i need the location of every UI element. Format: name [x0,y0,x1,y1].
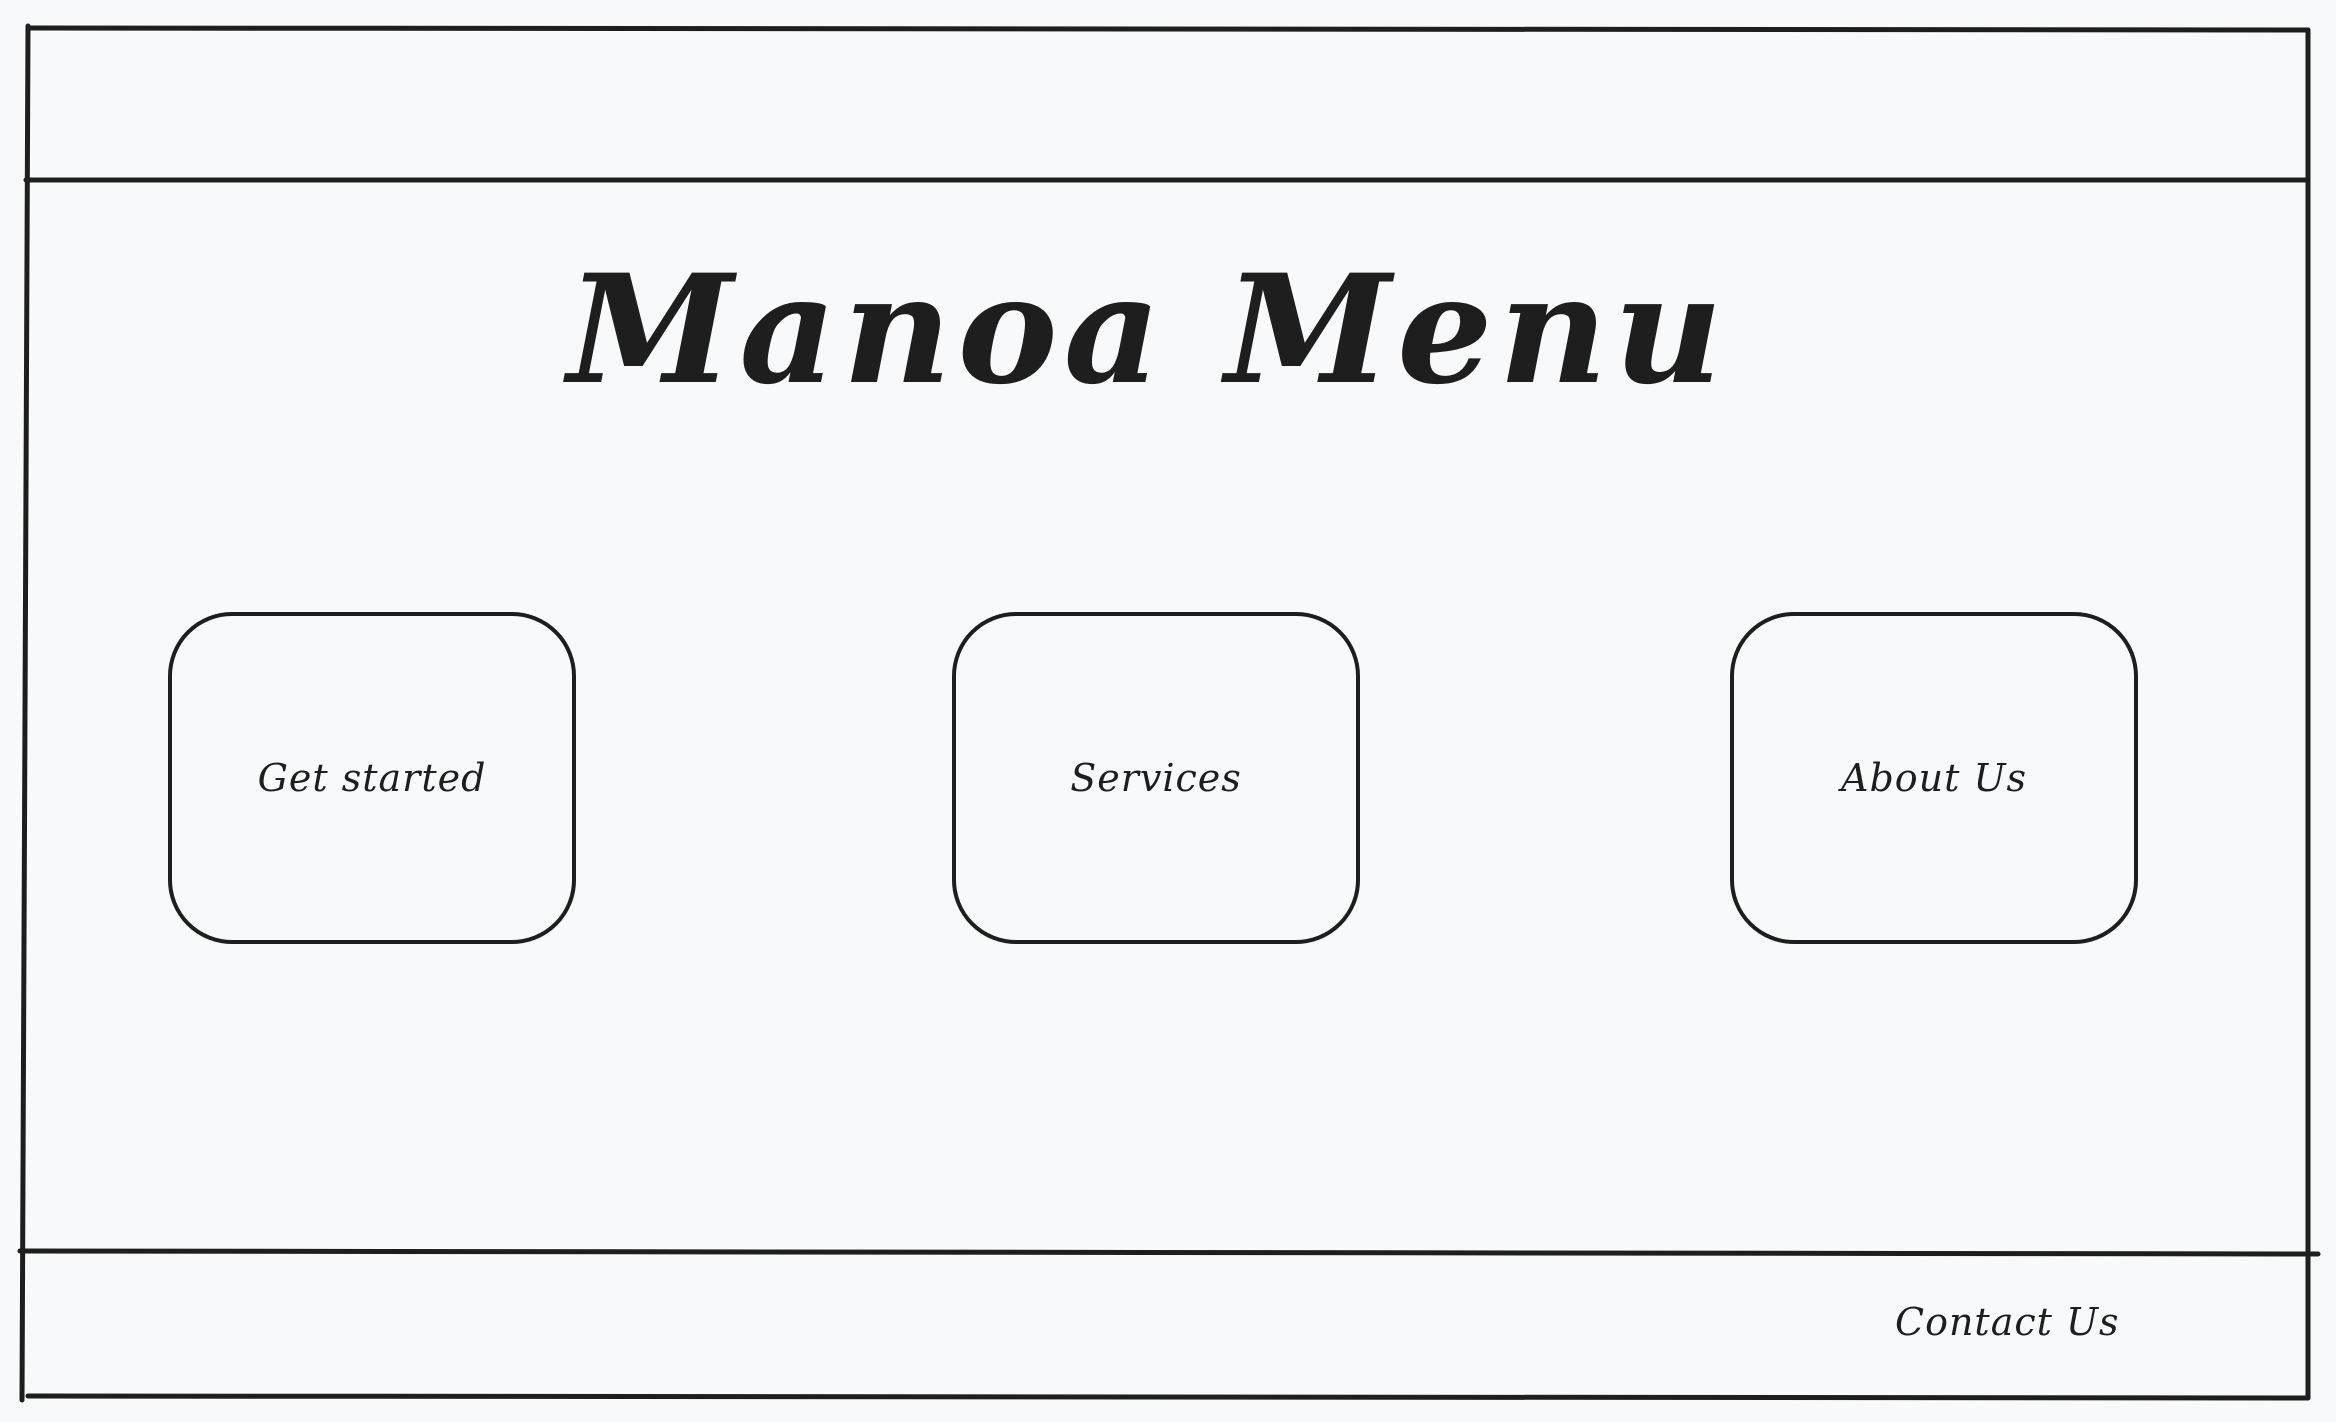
page-title: Manoa Menu [567,242,1729,418]
get-started-label: Get started [257,756,487,800]
footer-divider [17,1248,2321,1257]
contact-us-link[interactable]: Contact Us [1895,1300,2120,1344]
about-us-label: About Us [1841,756,2027,800]
about-us-card[interactable]: About Us [1730,612,2138,944]
get-started-card[interactable]: Get started [168,612,576,944]
services-label: Services [1070,756,1242,800]
frame-left-border [19,23,31,1403]
services-card[interactable]: Services [952,612,1360,944]
frame-bottom-border [25,1393,2311,1401]
frame-top-border [25,25,2311,33]
